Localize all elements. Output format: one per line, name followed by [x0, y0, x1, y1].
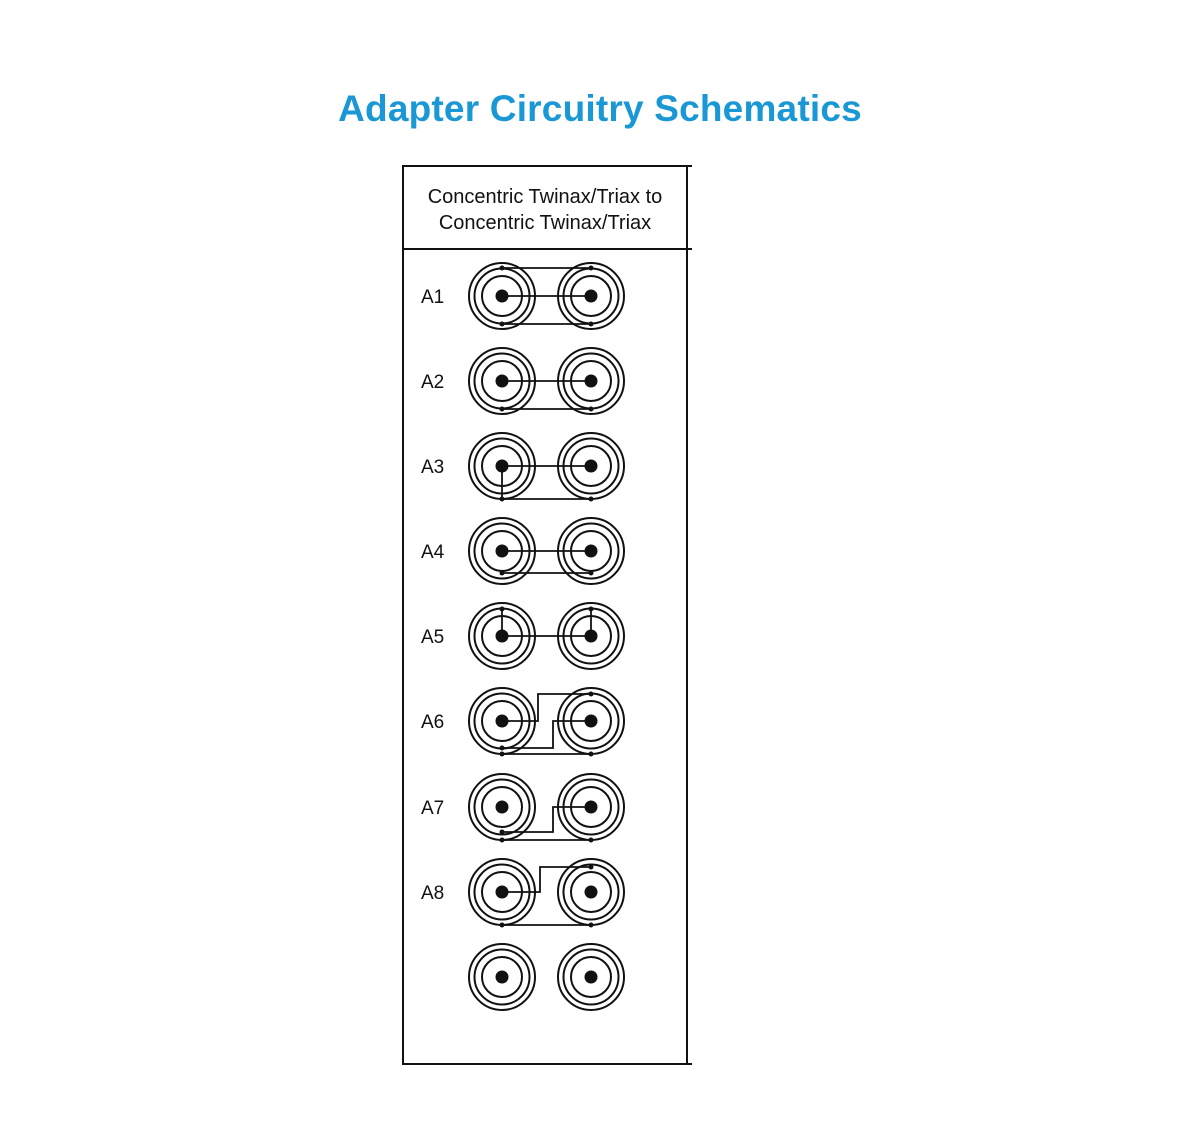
schematic-panel: Concentric Twinax/Triax to Concentric Tw… [402, 165, 692, 1065]
panel-bottom-tick [686, 1063, 692, 1065]
page-title: Adapter Circuitry Schematics [338, 88, 862, 129]
panel-corner-tick [686, 165, 692, 167]
panel-header-line-1: Concentric Twinax/Triax to [427, 185, 663, 208]
panel-header-tick [686, 248, 692, 250]
panel-header: Concentric Twinax/Triax to Concentric Tw… [404, 167, 686, 250]
panel-header-line-2: Concentric Twinax/Triax [438, 211, 652, 234]
